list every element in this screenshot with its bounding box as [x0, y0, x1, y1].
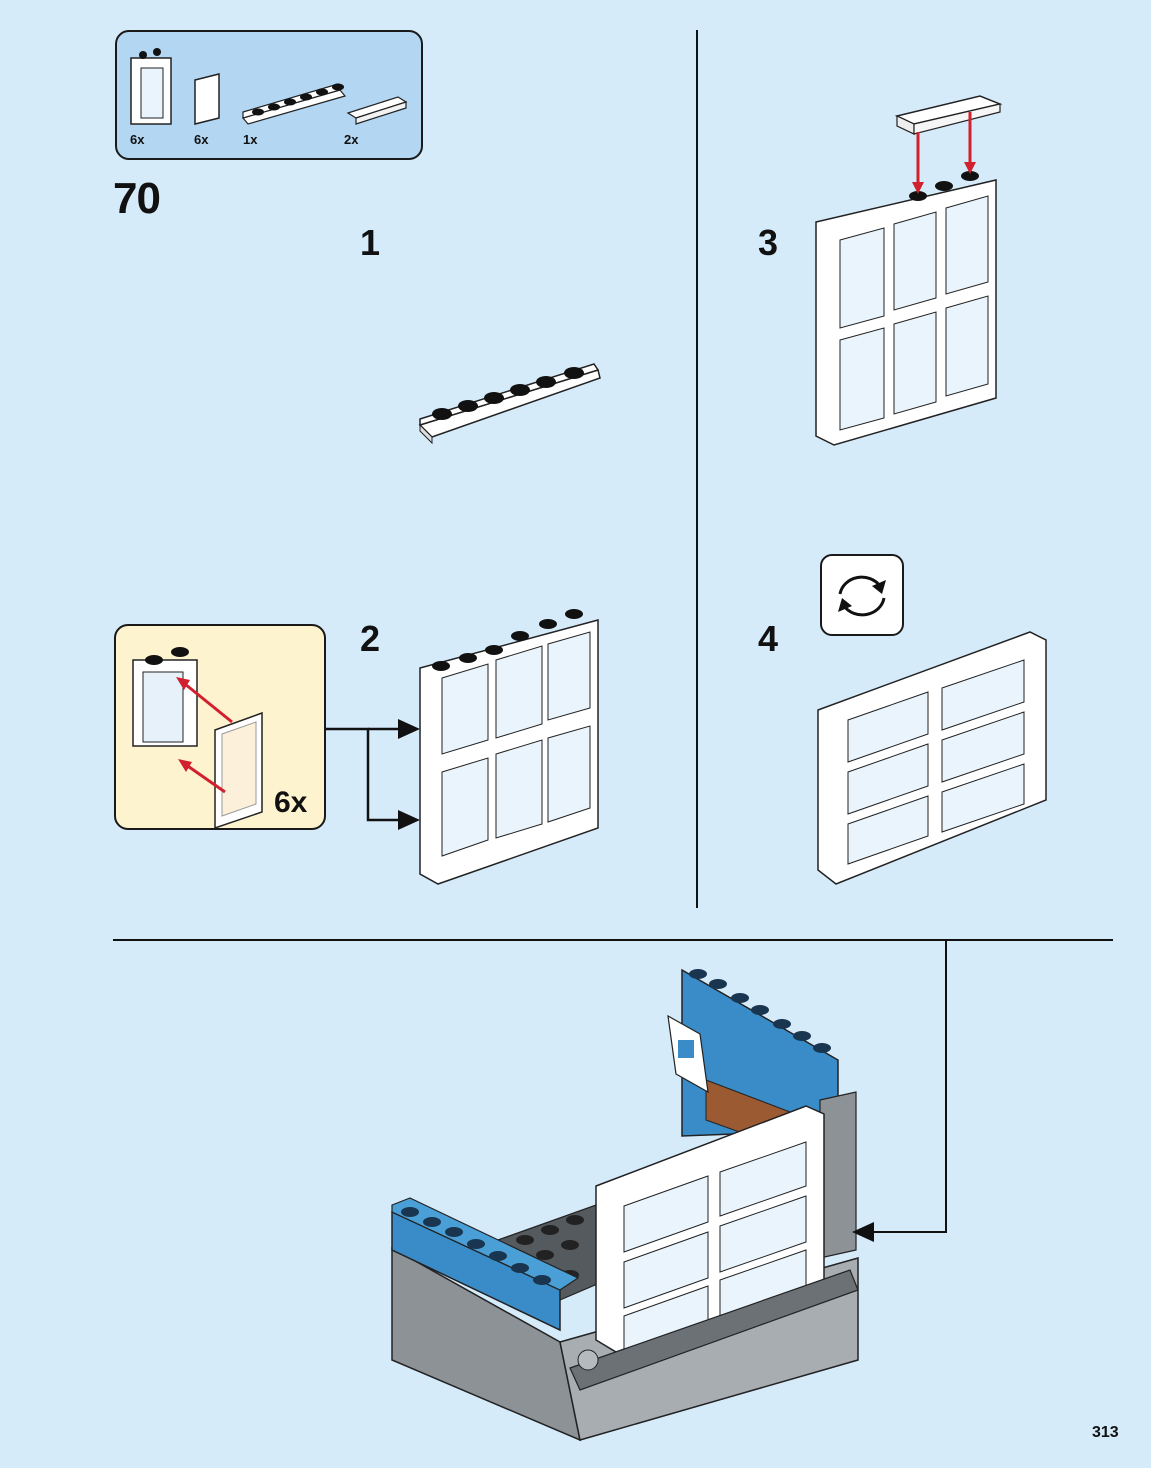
part-qty-tile: 2x: [344, 132, 359, 147]
step2-window-wall: [419, 609, 599, 885]
step3-window-wall: [815, 171, 997, 446]
substep-3-number: 3: [758, 222, 779, 263]
sub-assembly-multiplier: 6x: [274, 786, 308, 819]
page-number: 313: [1092, 1424, 1119, 1441]
step-number: 70: [113, 174, 161, 223]
placement-arrow: [822, 939, 947, 1242]
main-model: [391, 968, 859, 1442]
step3-tile: [894, 95, 1003, 194]
part-qty-window-frame: 6x: [130, 132, 145, 147]
part-qty-window-glass: 6x: [194, 132, 209, 147]
rotate-arrows-icon: [838, 575, 886, 617]
callout-arrows: [326, 719, 420, 830]
step4-window-wall-rotated: [817, 631, 1047, 885]
substep-2-number: 2: [360, 618, 381, 659]
substep-1-number: 1: [360, 222, 381, 263]
substep-4-number: 4: [758, 618, 779, 659]
rotate-icon-box: [820, 554, 904, 636]
step1-plate-1x6: [418, 363, 601, 445]
parts-list-box: [115, 30, 423, 160]
part-qty-plate: 1x: [243, 132, 258, 147]
